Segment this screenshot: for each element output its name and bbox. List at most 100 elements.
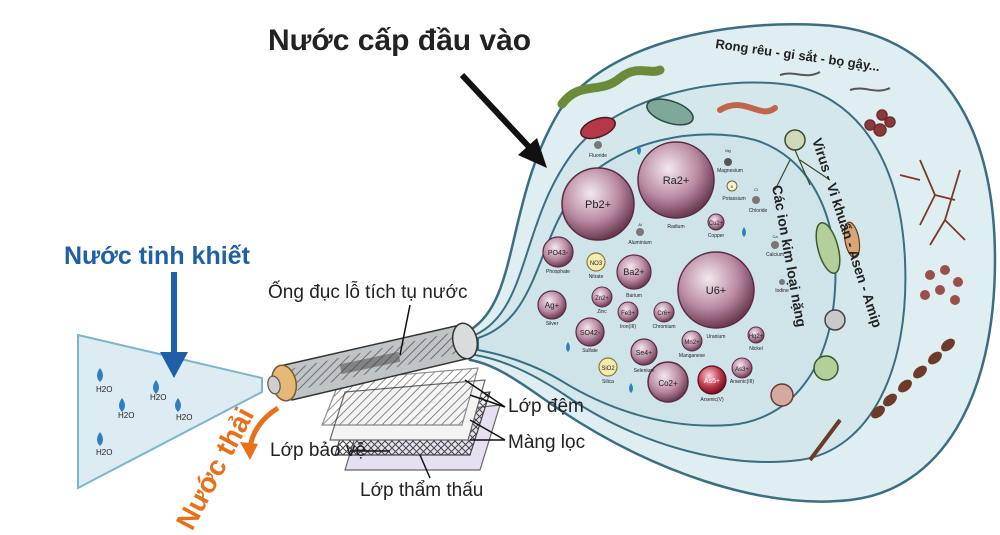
ion-caption: Barium: [626, 293, 642, 299]
ion-circle: [630, 338, 658, 366]
ion-circle: [726, 180, 738, 192]
ion-caption: Nickel: [749, 346, 763, 352]
protective-layer-label: Lớp bảo vệ: [270, 440, 366, 461]
ion-circle: [752, 196, 760, 204]
ion-circle: [637, 141, 715, 219]
ion-caption: Radium: [667, 224, 684, 230]
ion-caption: Magnesium: [717, 168, 743, 174]
ion-circle: [647, 361, 689, 403]
ion-circle: [636, 228, 644, 236]
ion-circle: [537, 290, 567, 320]
ion-circle: [724, 158, 732, 166]
ro-cartridge: [267, 322, 479, 402]
ion-circle: [575, 317, 605, 347]
pure-water-funnel: H2O H2O H2O H2O H2O: [77, 272, 263, 490]
ion-label: Mn2+: [684, 340, 700, 346]
ion-caption: Fluoride: [589, 153, 607, 159]
ion-group: [537, 141, 785, 403]
ion-circle: [707, 213, 725, 231]
ion-label: Al: [638, 222, 642, 227]
ion-caption: Phosphate: [546, 269, 570, 275]
ion-circle: [598, 357, 618, 377]
ion-caption: Chromium: [652, 324, 675, 330]
ion-label: Zn2+: [595, 296, 609, 302]
leader-lines: [350, 304, 506, 479]
ion-label: U6+: [706, 285, 727, 297]
ion-label: As3+: [735, 367, 749, 373]
ion-label: Pb2+: [585, 199, 611, 211]
ion-circle: [653, 301, 675, 323]
ion-circle: [681, 330, 703, 352]
bacterium-icon: [646, 98, 694, 126]
microorganisms: [557, 65, 966, 462]
permeate-layer-label: Lớp thẩm thấu: [360, 480, 484, 501]
bacterium-icon: [580, 116, 616, 140]
ion-label: Mg: [725, 148, 731, 153]
ion-label: SiO2: [601, 366, 615, 372]
ion-circle: [677, 251, 755, 329]
ion-circle: [779, 279, 785, 285]
ion-label: Ra2+: [663, 175, 690, 187]
ion-label: Fl: [596, 135, 599, 140]
ion-caption: Iodine: [775, 288, 789, 294]
ion-label: Fe3+: [621, 311, 635, 317]
ion-circle: [747, 326, 765, 344]
amoeba-icon: [784, 129, 806, 151]
ion-caption: Aluminium: [628, 240, 651, 246]
water-molecule-label: H2O: [96, 448, 112, 457]
ion-caption: Zinc: [597, 309, 607, 315]
ion-caption: Nitrate: [589, 274, 604, 280]
amoeba-icon: [824, 309, 846, 331]
water-molecule-label: H2O: [176, 413, 192, 422]
ion-label: Ca: [772, 234, 778, 239]
ion-label: Cr6+: [657, 311, 671, 317]
perforated-tube-label: Ống đục lỗ tích tụ nước: [268, 282, 468, 303]
ion-circle: [697, 365, 727, 395]
ion-label: K: [731, 184, 734, 189]
ion-circle: [616, 254, 652, 290]
water-drops: [566, 145, 746, 393]
spiral-bacteria-icon: [808, 418, 842, 462]
ion-caption: Sulfate: [582, 348, 598, 354]
ion-label: Ag+: [545, 301, 560, 310]
ion-caption: Copper: [708, 233, 725, 239]
ion-circle: [586, 252, 606, 272]
ion-circle: [731, 357, 753, 379]
input-water-label: Nước cấp đầu vào: [268, 24, 532, 57]
ion-label: As5+: [704, 378, 720, 385]
ion-circle: [771, 241, 779, 249]
input-arrow: [459, 72, 547, 168]
virus-cluster-icon: [920, 265, 963, 305]
larva-icon: [717, 102, 778, 115]
ion-caption: Calcium: [766, 252, 784, 258]
ion-caption: Potassium: [722, 196, 745, 202]
ion-caption: Iron(III): [620, 324, 636, 330]
water-molecule-label: H2O: [96, 385, 112, 394]
virus-icon: [864, 109, 896, 137]
ion-caption: Manganese: [679, 353, 705, 359]
ion-label: Cl: [754, 187, 758, 192]
worm-icon: [557, 65, 665, 109]
pure-water-label: Nước tinh khiết: [64, 242, 250, 270]
water-molecule-label: H2O: [118, 411, 134, 420]
algae-icon: [779, 71, 821, 77]
ion-label: Co2+: [658, 379, 678, 388]
ion-label: Ba2+: [623, 267, 644, 277]
ion-caption: Uranium: [707, 334, 726, 340]
paramecium-icon: [815, 222, 841, 274]
membrane-label: Màng lọc: [508, 432, 586, 453]
waste-arrow-head-icon: [240, 442, 258, 460]
ion-caption: Arsenic(V): [700, 397, 724, 403]
ion-caption: Silver: [546, 321, 559, 327]
water-molecule-label: H2O: [150, 393, 166, 402]
chain-bacteria-icon: [871, 338, 955, 419]
ion-label: Hg2+: [749, 334, 764, 340]
ion-caption: Chloride: [749, 208, 768, 214]
ion-circle: [561, 167, 635, 241]
arrow-head-icon: [518, 138, 547, 168]
ion-circle: [542, 236, 574, 268]
spacer-layer-label: Lớp đệm: [508, 396, 584, 417]
ion-label: NO3: [590, 261, 603, 267]
ion-label: SO42-: [580, 330, 601, 337]
